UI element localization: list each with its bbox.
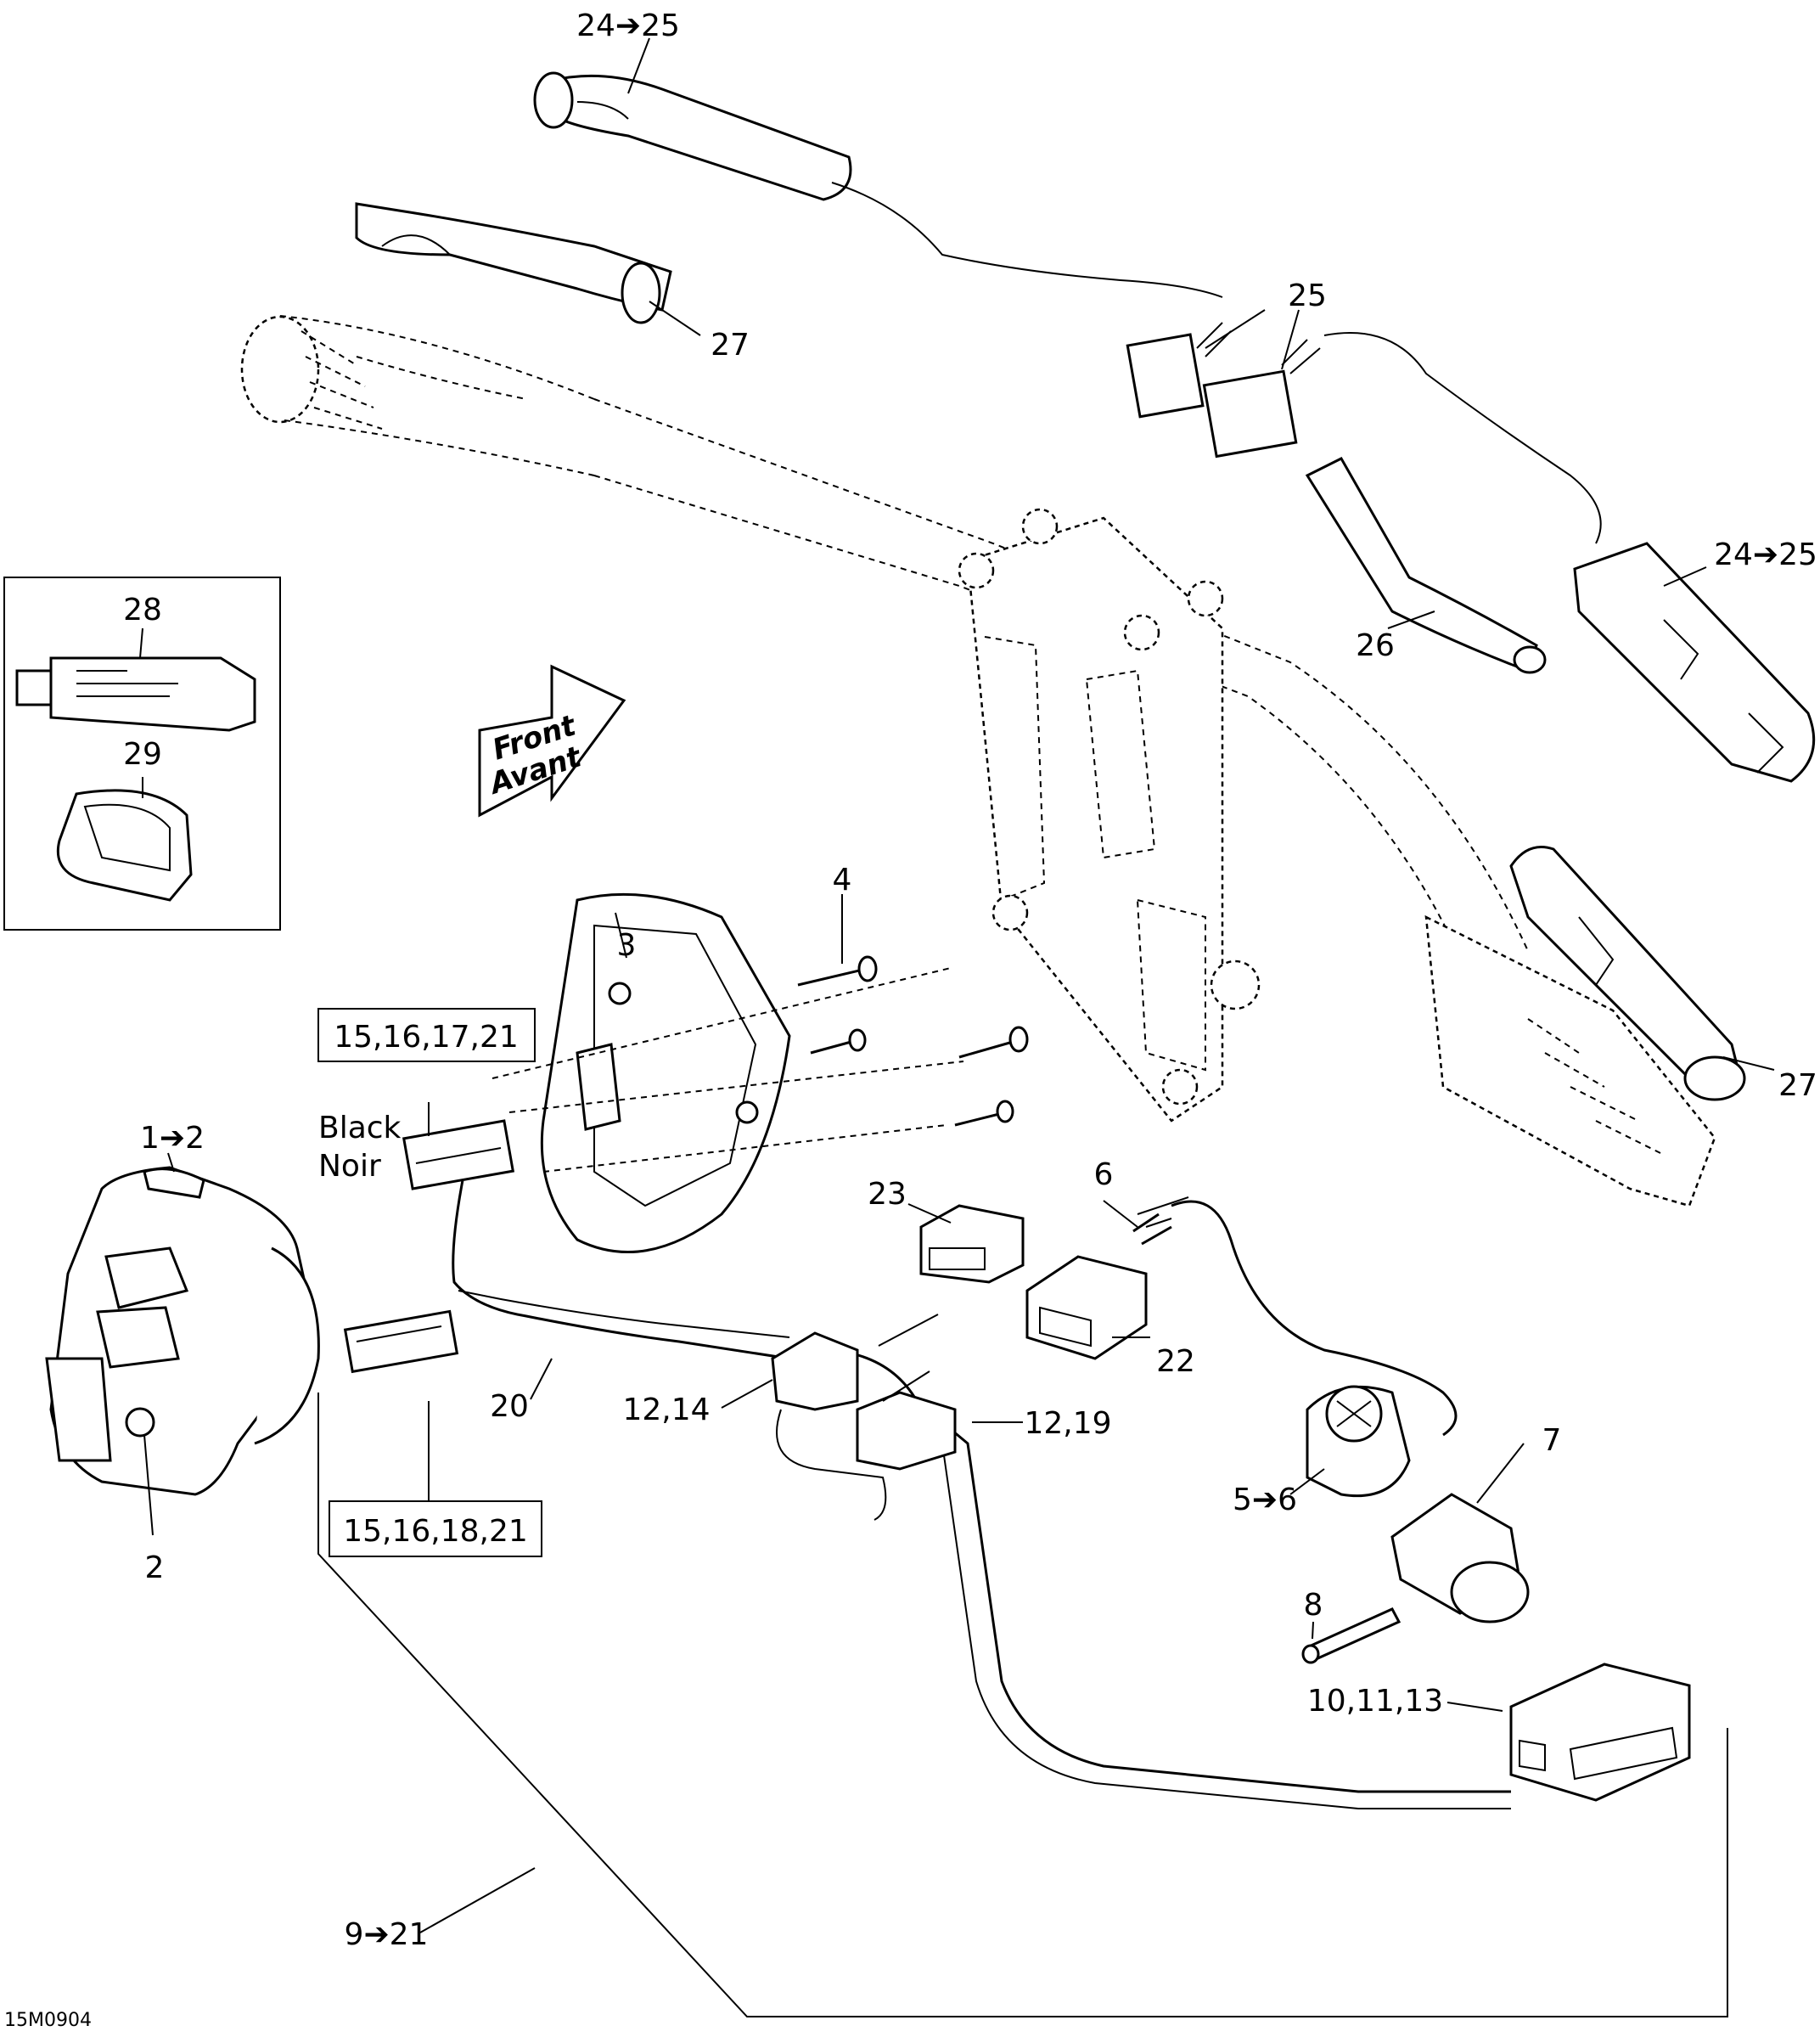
callout-1-2: 1➔2 <box>140 1121 205 1156</box>
callout-6: 6 <box>1094 1157 1114 1192</box>
grip-sleeve-upper <box>355 202 672 324</box>
grip-sleeve-lower <box>1509 846 1746 1101</box>
connector-23 <box>919 1204 1025 1284</box>
grip-heater-right <box>1573 542 1816 783</box>
pin <box>1301 1607 1402 1664</box>
wiring-harness <box>343 1119 1511 1809</box>
callout-2: 2 <box>145 1550 165 1585</box>
lower-connector-label: 15,16,18,21 <box>343 1514 528 1549</box>
callout-5-6: 5➔6 <box>1233 1483 1297 1517</box>
callout-24-25-right: 24➔25 <box>1714 537 1817 572</box>
connector-color-label-en: Black <box>318 1111 402 1145</box>
callout-3: 3 <box>617 928 637 963</box>
callout-10-11-13: 10,11,13 <box>1307 1684 1443 1719</box>
connector-color-label-fr: Noir <box>318 1149 381 1184</box>
housing-cover <box>540 892 791 1254</box>
diagram-code: 15M0904 <box>4 2010 92 2031</box>
handlebar-reference <box>240 315 1716 1207</box>
rotary-knob <box>1306 1385 1411 1498</box>
front-direction-arrow <box>478 664 626 818</box>
callout-4: 4 <box>833 863 852 898</box>
callout-25: 25 <box>1288 279 1327 313</box>
assembly-bracket <box>317 1393 1728 2017</box>
upper-connector-label: 15,16,17,21 <box>334 1020 519 1055</box>
callout-22: 22 <box>1156 1344 1195 1379</box>
main-connector <box>1509 1663 1691 1802</box>
callout-23: 23 <box>868 1177 907 1212</box>
callout-26: 26 <box>1356 628 1395 663</box>
leader-lines <box>139 37 1775 1933</box>
screw-set <box>492 955 1029 1173</box>
accessory-box <box>3 577 281 931</box>
grip-heater-top <box>533 71 1223 298</box>
callout-28: 28 <box>123 593 162 627</box>
terminal-6 <box>1132 1213 1172 1246</box>
switch-housing <box>45 1166 320 1496</box>
callout-7: 7 <box>1542 1423 1562 1458</box>
callout-8: 8 <box>1304 1588 1323 1623</box>
callout-24-25-top: 24➔25 <box>576 8 680 43</box>
callout-12-19: 12,19 <box>1024 1406 1111 1441</box>
grip-wire-26 <box>1305 457 1547 674</box>
callout-27-lower: 27 <box>1778 1068 1817 1103</box>
connector-22 <box>1025 1255 1148 1360</box>
callout-12-14: 12,14 <box>622 1393 710 1427</box>
connector-pair-25 <box>1126 322 1602 544</box>
lower-connector-box <box>329 1500 542 1557</box>
callout-20: 20 <box>490 1389 529 1424</box>
callout-9-21: 9➔21 <box>345 1917 429 1952</box>
upper-connector-box <box>317 1008 536 1062</box>
callout-27-upper: 27 <box>711 328 750 363</box>
callout-29: 29 <box>123 737 162 772</box>
knob-cap <box>1390 1493 1530 1623</box>
